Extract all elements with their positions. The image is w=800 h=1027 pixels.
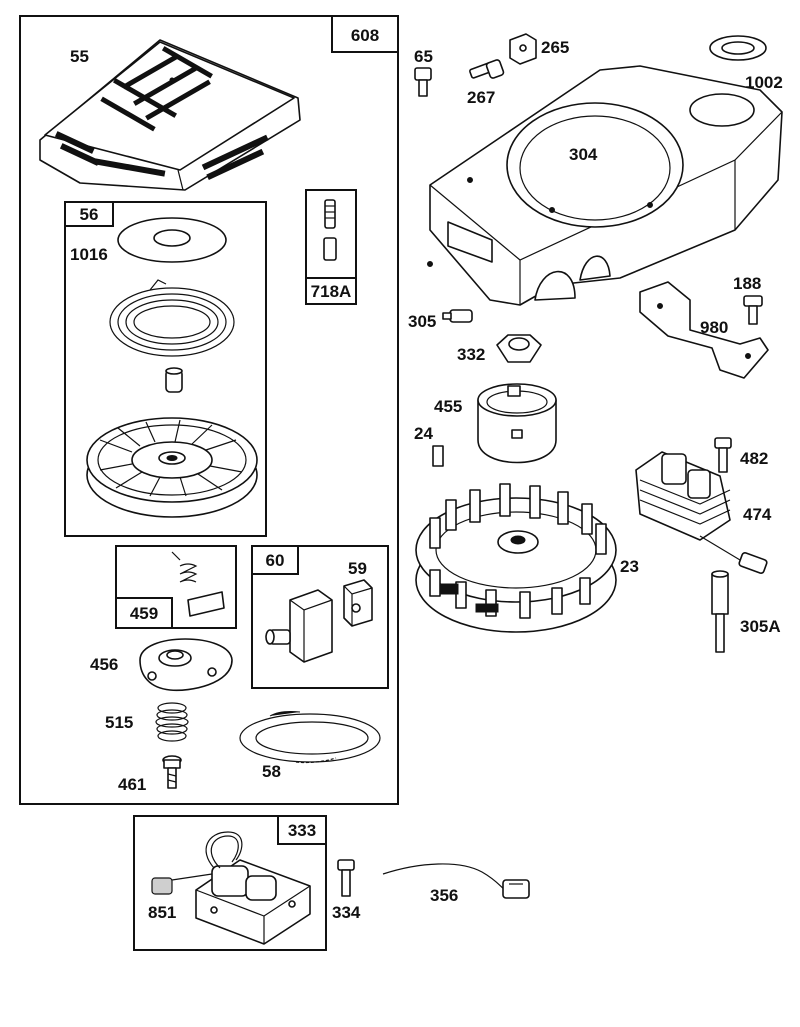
label-332: 332: [457, 345, 485, 364]
assembly-56-tag: [64, 201, 114, 227]
flywheel-23-drawing: [415, 483, 617, 633]
screw-305-drawing: [442, 309, 473, 323]
label-356: 356: [430, 886, 458, 905]
label-24: 24: [414, 424, 433, 443]
label-188: 188: [733, 274, 761, 293]
starter-pulley-drawing: [86, 417, 258, 518]
recoil-spring-drawing: [109, 279, 235, 357]
washer-1016-drawing: [117, 217, 227, 263]
label-608: 608: [351, 26, 379, 45]
label-60: 60: [266, 551, 285, 570]
label-334: 334: [332, 903, 361, 922]
roller-pin-drawing: [165, 367, 183, 393]
label-305: 305: [408, 312, 436, 331]
label-23: 23: [620, 557, 639, 576]
label-456: 456: [90, 655, 118, 674]
kit-459-frame: [115, 545, 237, 629]
screw-267-drawing: [469, 59, 505, 79]
screw-461-drawing: [162, 755, 182, 789]
label-1002: 1002: [745, 73, 783, 92]
blower-housing-304-drawing: [427, 65, 783, 306]
kit-60-tag: [251, 545, 299, 575]
clip-265-drawing: [509, 33, 537, 65]
ground-wire-356-drawing: [382, 863, 530, 899]
label-459: 459: [130, 604, 158, 623]
starter-cup-455-drawing: [477, 383, 557, 464]
label-304: 304: [569, 145, 598, 164]
label-267: 267: [467, 88, 495, 107]
nut-332-drawing: [496, 334, 542, 363]
label-718A: 718A: [311, 282, 352, 301]
label-851: 851: [148, 903, 176, 922]
label-65: 65: [414, 47, 433, 66]
label-474: 474: [743, 505, 772, 524]
part-59-drawing: [343, 579, 373, 627]
ignition-module-333-drawing: [151, 831, 311, 945]
armature-474-drawing: [635, 451, 768, 574]
label-305A: 305A: [740, 617, 781, 636]
screw-482-drawing: [714, 437, 732, 473]
grommet-1002-drawing: [709, 35, 767, 61]
label-1016: 1016: [70, 245, 108, 264]
assembly-608-frame: [19, 15, 399, 805]
screw-65-drawing: [414, 67, 432, 97]
label-980: 980: [700, 318, 728, 337]
label-482: 482: [740, 449, 768, 468]
assembly-333-frame: [133, 815, 327, 951]
pin-kit-718A-drawing: [323, 199, 337, 261]
assembly-56-frame: [64, 201, 267, 537]
starter-rope-58-drawing: [239, 711, 381, 764]
pawl-kit-459-drawing: [171, 551, 225, 617]
stud-305A-drawing: [711, 570, 729, 653]
key-24-drawing: [432, 445, 444, 467]
label-333: 333: [288, 821, 316, 840]
kit-60-frame: [251, 545, 389, 689]
label-58: 58: [262, 762, 281, 781]
cam-plate-456-drawing: [139, 638, 233, 692]
label-515: 515: [105, 713, 133, 732]
bracket-980-drawing: [639, 281, 769, 379]
label-265: 265: [541, 38, 569, 57]
label-59: 59: [348, 559, 367, 578]
part-60-drawing: [265, 589, 333, 663]
assembly-608-tag: [331, 15, 399, 53]
kit-459-tag: [115, 597, 173, 629]
label-56: 56: [80, 205, 99, 224]
screw-188-drawing: [743, 295, 763, 325]
label-461: 461: [118, 775, 146, 794]
label-55: 55: [70, 47, 89, 66]
screw-334-drawing: [337, 859, 355, 897]
assembly-333-tag: [277, 815, 327, 845]
kit-718A-tag: [305, 277, 357, 305]
spring-515-drawing: [155, 702, 189, 742]
starter-housing-drawing: [39, 39, 301, 191]
label-455: 455: [434, 397, 462, 416]
